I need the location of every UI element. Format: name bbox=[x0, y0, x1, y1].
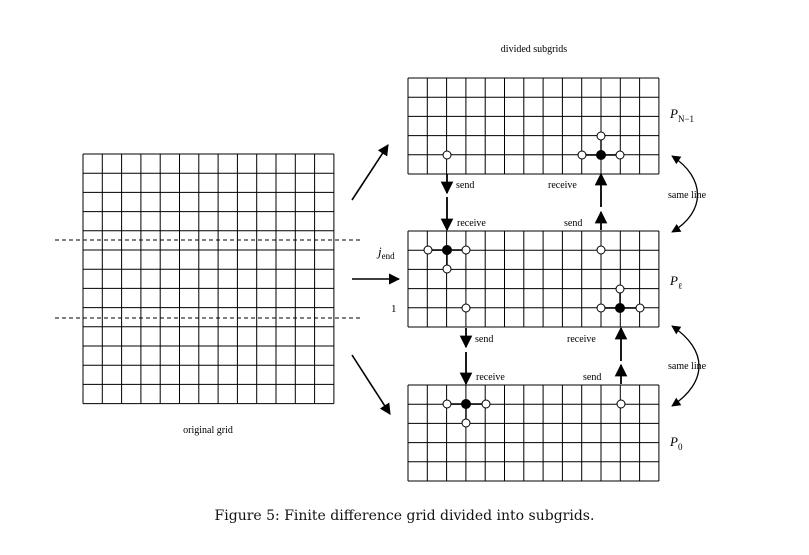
stencil-open-point bbox=[577, 150, 587, 160]
j-end-label: jend bbox=[376, 244, 395, 261]
stencil-open-point bbox=[615, 150, 625, 160]
receive-label-top: receive bbox=[548, 180, 577, 191]
send-label-bot: send bbox=[583, 372, 601, 383]
receive-label-mid-upper: receive bbox=[457, 218, 486, 229]
figure-caption: Figure 5: Finite difference grid divided… bbox=[214, 508, 595, 524]
divided-subgrids-label: divided subgrids bbox=[501, 44, 567, 55]
subgrid-p-n-minus-1 bbox=[407, 77, 660, 175]
receive-label-bot: receive bbox=[476, 372, 505, 383]
send-label-mid-upper: send bbox=[564, 218, 582, 229]
original-grid bbox=[82, 153, 335, 405]
stencil-center-point bbox=[442, 245, 452, 255]
stencil-open-point bbox=[596, 245, 606, 255]
stencil-center-point bbox=[461, 399, 471, 409]
stencil-open-point bbox=[615, 284, 625, 294]
stencil-open-point bbox=[442, 150, 452, 160]
subgrid-p-0 bbox=[407, 384, 660, 482]
stencil-center-point bbox=[596, 150, 606, 160]
stencil-open-point bbox=[481, 399, 491, 409]
stencil-open-point bbox=[635, 303, 645, 313]
p-n-minus-1-label: PN−1 bbox=[669, 106, 694, 124]
send-label-mid-lower: send bbox=[475, 334, 493, 345]
p-0-label: P0 bbox=[669, 434, 683, 452]
stencil-center-point bbox=[615, 303, 625, 313]
stencil-points bbox=[423, 131, 645, 428]
same-line-label-lower: same line bbox=[668, 361, 707, 372]
receive-label-mid-lower: receive bbox=[567, 334, 596, 345]
stencil-open-point bbox=[461, 418, 471, 428]
stencil-open-point bbox=[442, 264, 452, 274]
stencil-open-point bbox=[423, 245, 433, 255]
p-l-label: Pℓ bbox=[669, 273, 682, 291]
finite-difference-diagram: divided subgrids original grid PN−1 Pℓ P… bbox=[55, 44, 707, 482]
same-line-label-upper: same line bbox=[668, 190, 707, 201]
same-line-arrow-upper bbox=[671, 155, 698, 233]
send-label-top: send bbox=[456, 180, 474, 191]
stencil-open-point bbox=[616, 399, 626, 409]
arrow-to-top-subgrid bbox=[351, 144, 389, 201]
row-one-label: 1 bbox=[391, 303, 397, 315]
stencil-open-point bbox=[442, 399, 452, 409]
stencil-open-point bbox=[596, 131, 606, 141]
stencil-open-point bbox=[461, 303, 471, 313]
original-grid-label: original grid bbox=[183, 425, 233, 436]
stencil-open-point bbox=[461, 245, 471, 255]
same-line-arrow-lower bbox=[671, 325, 700, 407]
arrow-to-bot-subgrid bbox=[351, 354, 391, 415]
stencil-open-point bbox=[596, 303, 606, 313]
